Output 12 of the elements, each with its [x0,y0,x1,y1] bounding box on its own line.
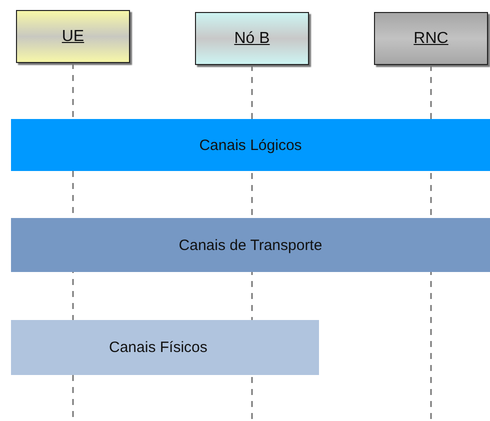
participant-box [374,12,488,65]
channel-label: Canais Lógicos [199,136,302,154]
channel-label: Canais de Transporte [178,236,322,254]
channel-band [11,119,490,171]
participant-box [16,10,130,63]
channel-label: Canais Físicos [109,339,208,356]
participant-label: UE [62,28,84,46]
participant-label: Nó B [234,30,270,48]
channel-band [11,218,490,272]
participant-label: RNC [414,30,448,48]
participant-box [195,12,309,65]
channel-band [11,320,319,375]
